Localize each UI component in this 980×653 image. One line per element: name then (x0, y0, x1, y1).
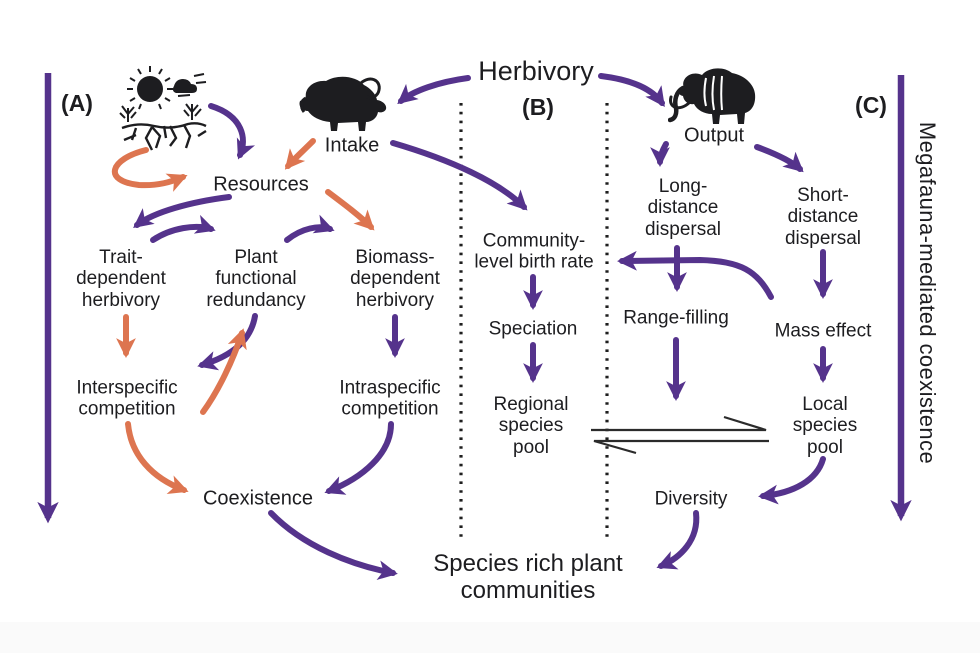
arrow-intake-to-resources (284, 138, 316, 170)
arrow-coexistence-to-communities (268, 510, 398, 580)
node-short-dispersal: Short- distance dispersal (784, 184, 862, 249)
panel-label-a: (A) (61, 90, 93, 117)
node-regional-pool: Regional species pool (493, 393, 569, 458)
arrow-interspecific-to-coexistence (125, 421, 189, 495)
arrow-intraspecific-to-coexistence (324, 421, 394, 495)
arrow-output-to-long-dispersal (650, 141, 670, 167)
arrow-output-to-short-dispersal (754, 144, 804, 173)
mammoth-icon (668, 68, 756, 124)
arrow-diversity-to-communities (656, 510, 700, 570)
side-label-megafauna: Megafauna-mediated coexistence (915, 121, 940, 465)
node-mass-effect: Mass effect (774, 320, 872, 342)
arrow-trait-to-redundancy (150, 214, 216, 243)
arrow-herbivory-to-output (598, 73, 665, 108)
drought-cracked-earth-icon (119, 66, 207, 151)
arrow-redundancy-to-interspecific (197, 313, 258, 371)
bison-icon (299, 76, 387, 131)
node-biomass-dependent: Biomass- dependent herbivory (350, 246, 440, 311)
arrow-local-pool-to-diversity (758, 456, 826, 505)
arrow-interspecific-to-redundancy (200, 328, 247, 415)
arrow-redundancy-to-biomass (284, 214, 335, 243)
node-coexistence: Coexistence (202, 487, 314, 510)
pool-exchange-back-harpoon (593, 439, 769, 455)
node-speciation: Speciation (488, 318, 578, 340)
node-herbivory: Herbivory (478, 55, 594, 86)
node-range-filling: Range-filling (623, 307, 729, 329)
node-intraspecific: Intraspecific competition (339, 377, 441, 420)
node-community-birth-rate: Community- level birth rate (474, 230, 594, 273)
node-local-pool: Local species pool (792, 393, 858, 458)
footer-strip (0, 622, 980, 653)
node-interspecific: Interspecific competition (76, 377, 178, 420)
pool-exchange-forward-harpoon (591, 415, 767, 432)
panel-label-b: (B) (522, 94, 554, 121)
node-intake: Intake (324, 134, 380, 157)
arrow-intake-to-birthrate (390, 140, 528, 211)
arrow-drought-to-resources (208, 103, 256, 160)
arrow-herbivory-to-intake (397, 75, 471, 105)
arrow-resources-to-biomass (325, 189, 375, 231)
arrow-resources-to-trait (133, 194, 232, 229)
node-resources: Resources (213, 173, 309, 196)
node-long-dispersal: Long- distance dispersal (644, 175, 722, 240)
panel-label-c: (C) (855, 92, 887, 119)
node-species-rich-communities: Species rich plant communities (433, 549, 623, 604)
arrow-mass-effect-to-birthrate (617, 250, 774, 300)
node-plant-functional: Plant functional redundancy (206, 246, 306, 311)
node-trait-dependent: Trait- dependent herbivory (76, 246, 166, 311)
node-diversity: Diversity (654, 488, 728, 510)
node-output: Output (683, 124, 745, 147)
